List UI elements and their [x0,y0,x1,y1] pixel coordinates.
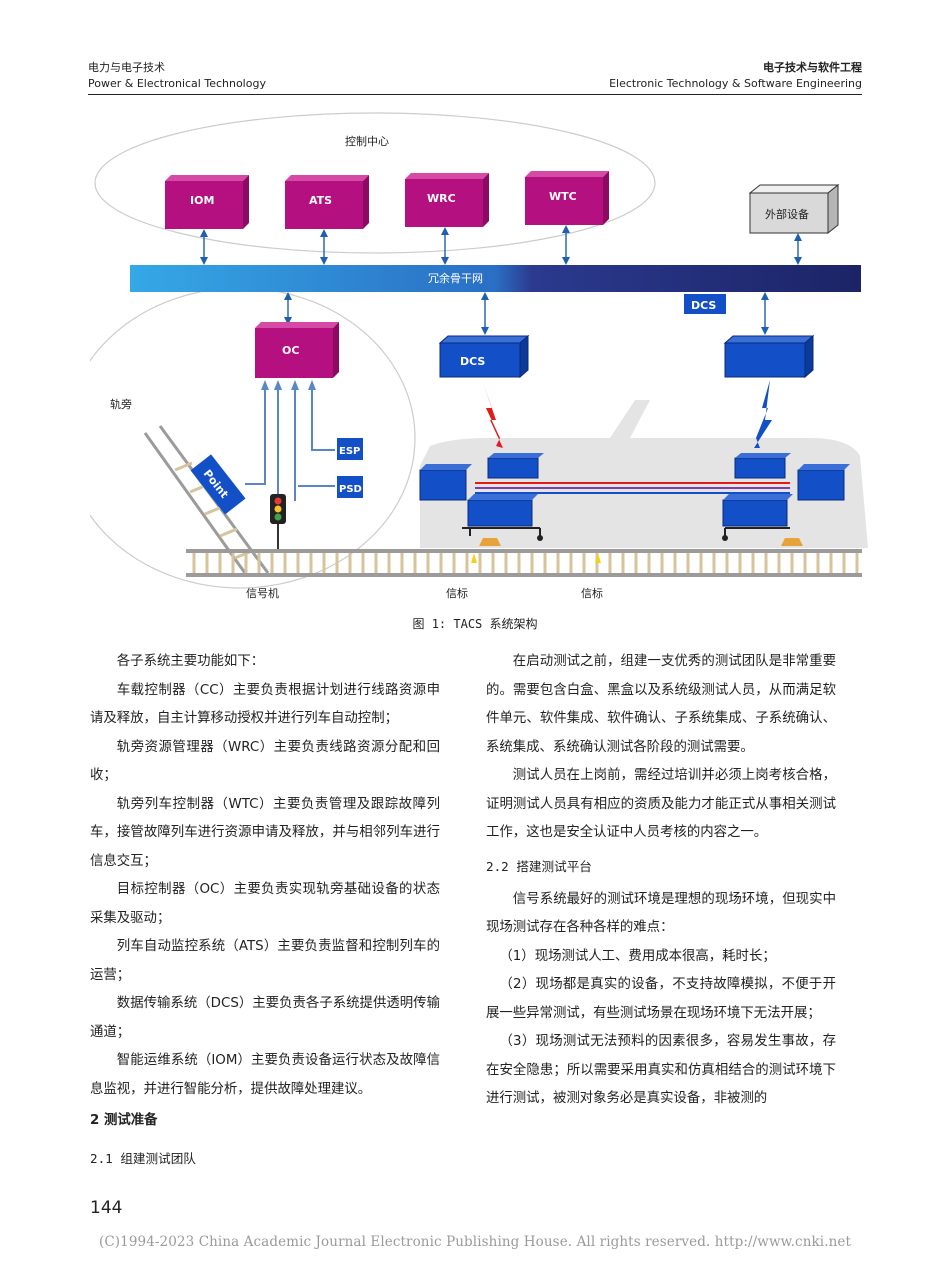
oc-box: OC [255,322,339,378]
wtc-box: WTC [525,171,609,225]
dcs-box-right [723,334,815,379]
signal-light [270,494,286,553]
beacon1-caption: 信标 [446,586,468,600]
arrow-heads [200,225,802,335]
backbone-network-bar [130,265,861,292]
subsection-heading-2-2: 2.2 搭建测试平台 [486,858,592,874]
train-bus [475,482,790,494]
column-name-en: Electronic Technology & Software Enginee… [609,77,862,90]
difficulty-3: （3）现场测试无法预料的因素很多，容易发生事故，存在安全隐患；所以需要采用真实和… [486,1034,836,1106]
wrc-box: WRC [405,173,489,227]
oc-label: OC [282,344,299,357]
difficulty-2: （2）现场都是真实的设备，不支持故障模拟，不便于开展一些异常测试，有些测试场景在… [486,977,836,1021]
wrc-paragraph: 轨旁资源管理器（WRC）主要负责线路资源分配和回收； [90,739,440,784]
page-number: 144 [90,1198,123,1218]
copyright-footer: (C)1994-2023 China Academic Journal Elec… [98,1234,852,1250]
iom-paragraph: 智能运维系统（IOM）主要负责设备运行状态及故障信息监视，并进行智能分析，提供故… [90,1053,440,1097]
backbone-label: 冗余骨干网 [428,271,483,285]
journal-header-right: 电子技术与软件工程 Electronic Technology & Softwa… [609,60,862,92]
journal-header-left: 电力与电子技术 Power & Electronical Technology [88,60,266,92]
beacon-1 [471,553,477,563]
training-paragraph: 测试人员在上岗前，需经过培训并必须上岗考核合格，证明测试人员具有相应的资质及能力… [486,768,836,840]
cc-paragraph: 车载控制器（CC）主要负责根据计划进行线路资源申请及释放，自主计算移动授权并进行… [90,682,440,727]
dcs-paragraph: 数据传输系统（DCS）主要负责各子系统提供透明传输通道； [90,996,440,1040]
trackside-label: 轨旁 [110,397,132,411]
ats-label: ATS [309,194,332,207]
trackside-ellipse [90,287,416,589]
journal-name-cn: 电力与电子技术 [88,61,165,74]
external-equipment-box: 外部设备 [748,183,840,235]
right-column: 在启动测试之前，组建一支优秀的测试团队是非常重要的。需要包含白盒、黑盒以及系统级… [486,648,836,1114]
psd-box: PSD [337,476,363,498]
oc-input-lines [245,384,335,501]
subsection-heading-2-1: 2.1 组建测试团队 [90,1151,196,1166]
tacs-architecture-figure: 控制中心 轨旁 IOM ATS WRC WTC 外部设备 冗余骨干网 [90,108,870,608]
column-name-cn: 电子技术与软件工程 [763,61,862,74]
ats-paragraph: 列车自动监控系统（ATS）主要负责监督和控制列车的运营； [90,939,440,983]
wireless-link-red [482,380,503,448]
control-center-ellipse [94,112,656,254]
railway-track [186,549,862,577]
point-machine: Point [190,454,246,515]
wtc-label: WTC [549,190,577,203]
beacon2-caption: 信标 [581,586,603,600]
dcs-tag [684,294,726,314]
iom-box: IOM [165,175,249,229]
oc-paragraph: 目标控制器（OC）主要负责实现轨旁基础设备的状态采集及驱动； [90,882,440,926]
wrc-label: WRC [427,192,456,205]
wtc-paragraph: 轨旁列车控制器（WTC）主要负责管理及跟踪故障列车，接管故障列车进行资源申请及释… [90,796,440,869]
journal-name-en: Power & Electronical Technology [88,77,266,90]
dcs-tag-label: DCS [691,299,716,312]
difficulty-1: （1）现场测试人工、费用成本很高，耗时长； [499,948,776,964]
esp-box: ESP [337,438,363,460]
dcs-box-left: DCS [438,334,530,379]
header-rule [88,94,862,95]
dcs-left-label: DCS [460,355,485,368]
external-equipment-label: 外部设备 [765,207,809,221]
signal-caption: 信号机 [246,586,279,600]
section-heading: 2 测试准备 [90,1113,158,1128]
team-paragraph: 在启动测试之前，组建一支优秀的测试团队是非常重要的。需要包含白盒、黑盒以及系统级… [486,654,836,755]
intro-paragraph: 各子系统主要功能如下： [116,654,265,669]
ats-box: ATS [285,175,369,229]
wireless-link-blue [754,380,772,448]
onboard-equipment-right [722,453,850,546]
beacon-2 [595,553,601,563]
iom-label: IOM [190,194,214,207]
psd-label: PSD [339,484,362,495]
esp-label: ESP [339,446,360,457]
onboard-equipment-left [419,453,544,546]
figure-caption: 图 1: TACS 系统架构 [412,617,538,631]
control-center-label: 控制中心 [345,134,389,148]
left-column: 各子系统主要功能如下： 车载控制器（CC）主要负责根据计划进行线路资源申请及释放… [90,648,440,1178]
environment-paragraph: 信号系统最好的测试环境是理想的现场环境，但现实中现场测试存在各种各样的难点： [486,891,836,936]
